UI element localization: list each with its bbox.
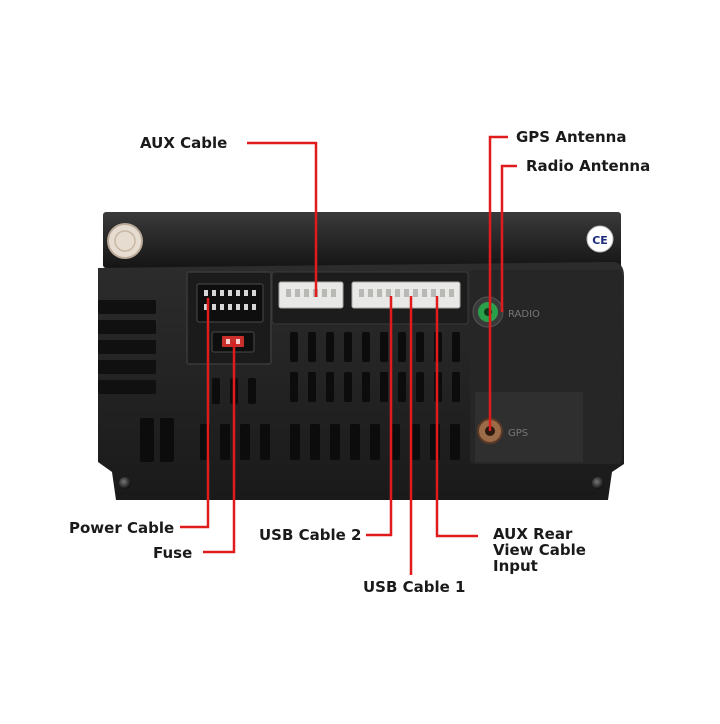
label-aux-rear-view-line2: View Cable — [493, 541, 586, 559]
usb-av-connector — [351, 281, 461, 309]
top-plate — [103, 212, 621, 268]
label-aux-rear-view-cable-input: AUX Rear View Cable Input — [493, 526, 613, 574]
leader-lines — [180, 135, 517, 575]
label-aux-rear-view-line1: AUX Rear — [493, 525, 573, 543]
radio-port-marking: RADIO — [508, 309, 540, 320]
label-usb-cable-1: USB Cable 1 — [363, 578, 466, 596]
label-aux-cable: AUX Cable — [140, 134, 228, 152]
heatsink-fins-left — [98, 300, 156, 394]
leader-usb-cable-2 — [366, 296, 393, 537]
fuse — [222, 336, 244, 347]
label-fuse: Fuse — [153, 544, 193, 562]
leader-aux-cable — [247, 141, 318, 297]
ce-sticker — [586, 225, 614, 253]
leader-aux-rear-view — [435, 296, 478, 538]
svg-text:CE: CE — [592, 234, 608, 247]
label-usb-cable-2: USB Cable 2 — [259, 526, 362, 544]
vent-slots — [140, 332, 460, 462]
label-aux-rear-view-line3: Input — [493, 557, 538, 575]
label-radio-antenna: Radio Antenna — [526, 157, 651, 175]
label-power-cable: Power Cable — [69, 519, 175, 537]
leader-fuse — [203, 342, 236, 554]
leader-gps-antenna — [488, 135, 508, 431]
leader-radio-antenna — [500, 164, 517, 312]
leader-power-cable — [180, 298, 210, 529]
screw-right — [592, 477, 604, 489]
aux-connector — [278, 281, 344, 309]
gps-port-marking: GPS — [508, 428, 528, 439]
warranty-sticker — [107, 223, 143, 259]
screw-left — [119, 477, 131, 489]
label-gps-antenna: GPS Antenna — [516, 128, 627, 146]
